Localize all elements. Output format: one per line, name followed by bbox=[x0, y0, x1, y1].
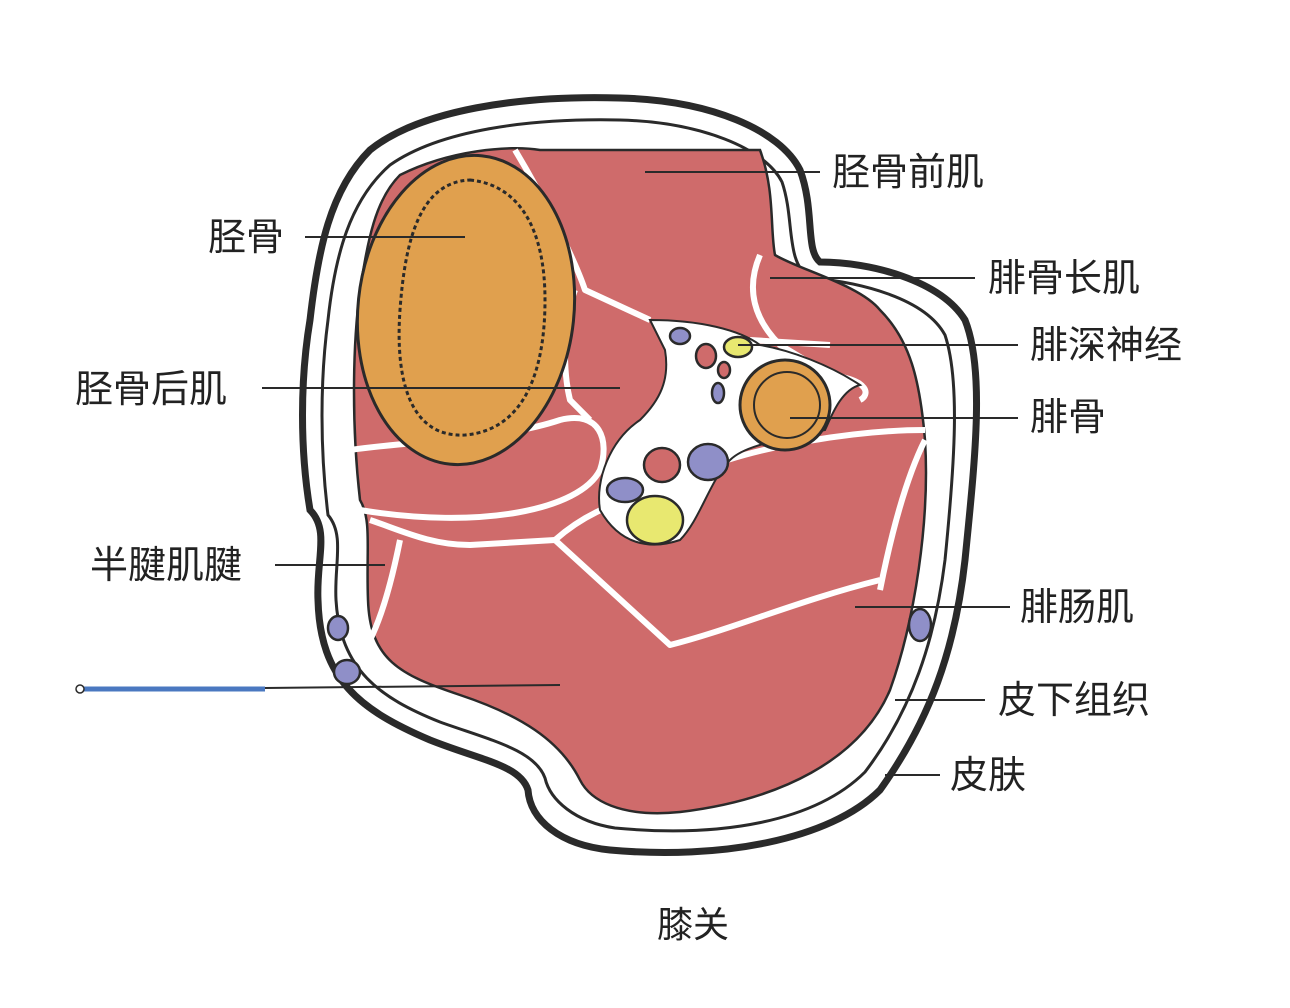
label-tibialis-posterior: 胫骨后肌 bbox=[75, 367, 228, 411]
label-deep-peroneal-nerve: 腓深神经 bbox=[1030, 323, 1183, 367]
leader-lines bbox=[262, 171, 1018, 776]
vein bbox=[326, 614, 350, 642]
fibula-medulla bbox=[753, 371, 821, 439]
vein bbox=[710, 381, 726, 405]
artery bbox=[716, 360, 732, 380]
label-subcutaneous-tissue: 皮下组织 bbox=[998, 678, 1151, 722]
label-tibia: 胫骨 bbox=[208, 215, 285, 259]
vein bbox=[686, 442, 730, 482]
subcutaneous-boundary bbox=[320, 118, 956, 833]
vein bbox=[332, 658, 362, 686]
label-tibialis-anterior: 胫骨前肌 bbox=[832, 150, 985, 194]
label-semitendinosus-tendon: 半腱肌腱 bbox=[90, 543, 243, 587]
tibial-nerve-mark bbox=[625, 494, 685, 546]
label-peroneus-longus: 腓骨长肌 bbox=[988, 256, 1141, 300]
vein bbox=[907, 607, 933, 643]
deep-peroneal-nerve-mark bbox=[722, 335, 754, 359]
caption: 膝关 bbox=[657, 905, 730, 946]
needle-handle-icon bbox=[75, 684, 85, 694]
artery bbox=[642, 446, 682, 484]
label-fibula: 腓骨 bbox=[1030, 395, 1107, 439]
label-gastrocnemius: 腓肠肌 bbox=[1020, 585, 1135, 629]
vein bbox=[605, 476, 645, 504]
tibia-medulla bbox=[397, 178, 547, 437]
label-skin: 皮肤 bbox=[950, 753, 1027, 797]
vein bbox=[668, 326, 692, 346]
artery bbox=[694, 342, 718, 370]
